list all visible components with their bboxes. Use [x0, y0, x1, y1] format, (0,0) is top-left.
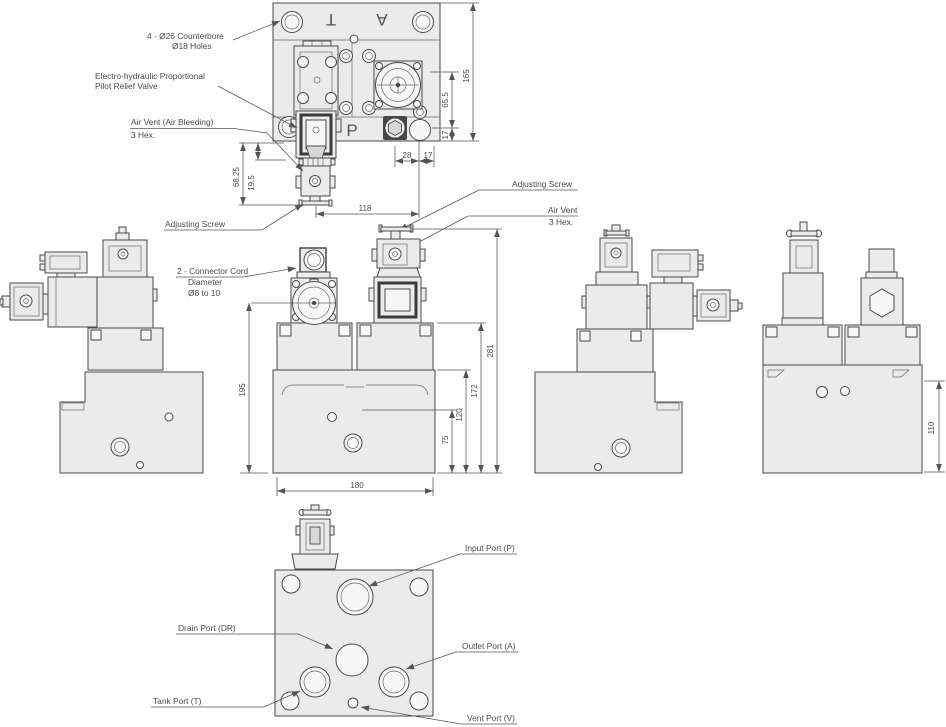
- rear-view-adjust-tower: [781, 221, 824, 326]
- label-adjusting-screw-left: Adjusting Screw: [165, 219, 226, 229]
- tank-port-t: [299, 666, 331, 698]
- vent-port-v: [347, 697, 359, 709]
- label-prop-valve-line2: Pilot Relief Valve: [95, 81, 158, 91]
- hex-plug-plan: [383, 116, 407, 140]
- port-letter-t: T: [326, 10, 336, 29]
- pilot-relief-valve-profile: [290, 110, 342, 207]
- pin-hole: [349, 34, 359, 44]
- leader-counterbore: [232, 20, 281, 41]
- leader-prop-valve: [217, 85, 298, 129]
- dim-120: 120: [455, 408, 464, 422]
- tbar-handle-rear: [790, 230, 818, 237]
- port-letter-p: P: [346, 121, 357, 140]
- label-air-bleed-line2: 3 Hex.: [131, 130, 155, 140]
- front-view-pilot-valve-tower: [368, 224, 427, 324]
- label-air-vent-line1: Air Vent: [548, 205, 578, 215]
- label-tank-port: Tank Port (T): [153, 696, 202, 706]
- label-prop-valve-line1: Electro-hydraulic Proportional: [95, 71, 205, 81]
- right-view-solenoid: [649, 249, 704, 330]
- label-counterbore-line1: 4 - Ø26 Counterbore: [147, 31, 224, 41]
- front-view-body: [272, 369, 436, 474]
- din-connector: [44, 251, 88, 274]
- label-connector-line3: Ø8 to 10: [188, 288, 220, 298]
- input-port-p: [336, 578, 374, 616]
- right-view-pilot-valve: [581, 224, 652, 330]
- leader-input-port: [368, 553, 461, 587]
- label-adjusting-screw-right: Adjusting Screw: [512, 179, 573, 189]
- leader-vent-port: [360, 705, 462, 725]
- dim-110: 110: [927, 421, 936, 434]
- dim-28: 28: [403, 151, 412, 160]
- top-view-dimensions: 165 65.5 17 28 17 118 68.25 19.5: [232, 2, 479, 218]
- rear-view-body: [762, 364, 923, 474]
- front-view: 195 281 172 120 75 180: [238, 224, 502, 496]
- outlet-port-a: [378, 666, 410, 698]
- air-bleed-screw: [312, 126, 320, 134]
- air-vent-screw-front: [388, 247, 402, 261]
- leader-air-vent: [403, 215, 543, 251]
- left-view-solenoid: [39, 251, 98, 328]
- dim-17-bottom: 17: [424, 151, 433, 160]
- relief-knob-plan: [373, 60, 423, 110]
- leader-outlet-port: [405, 651, 457, 670]
- label-drain-port: Drain Port (DR): [178, 623, 236, 633]
- dim-65-5: 65.5: [441, 92, 450, 108]
- leader-drain-port: [297, 633, 334, 650]
- annotations-top: 4 - Ø26 Counterbore Ø18 Holes Electro-hy…: [95, 20, 578, 298]
- bottom-view: [274, 504, 434, 717]
- dim-17-right: 17: [441, 130, 450, 139]
- right-view-small-valve: [692, 289, 743, 322]
- label-input-port: Input Port (P): [465, 543, 515, 553]
- bottom-view-valve-silhouette: [291, 504, 339, 570]
- right-side-view: [534, 224, 743, 474]
- dim-172: 172: [470, 384, 479, 398]
- port-letter-a: A: [376, 10, 388, 29]
- top-view: T A: [232, 2, 479, 218]
- adjusting-screw-tbar: [301, 200, 330, 206]
- left-side-view: [0, 226, 204, 474]
- leader-air-bleed: [233, 128, 304, 172]
- dim-281: 281: [486, 344, 495, 358]
- leader-connector: [242, 266, 297, 278]
- left-view-body: [59, 371, 204, 474]
- front-view-dimensions: 195 281 172 120 75 180: [238, 228, 502, 496]
- label-air-bleed-line1: Air Vent (Air Bleeding): [131, 117, 214, 127]
- label-air-vent-line2: 3 Hex.: [549, 217, 573, 227]
- annotations-bottom: Input Port (P) Drain Port (DR) Outlet Po…: [151, 543, 518, 725]
- leader-tank-port: [263, 690, 301, 708]
- right-view-body: [534, 371, 683, 474]
- hex-plug-rear: [869, 288, 895, 318]
- adjusting-screw-front: [380, 226, 412, 232]
- label-connector-line2: Diameter: [188, 277, 222, 287]
- front-view-solenoid-tower: [290, 247, 338, 325]
- label-connector-line1: 2 - Connector Cord: [177, 266, 249, 276]
- dim-195: 195: [238, 383, 247, 397]
- rear-view-plug-tower: [860, 248, 904, 326]
- label-vent-port: Vent Port (V): [467, 713, 515, 723]
- label-outlet-port: Outlet Port (A): [462, 641, 516, 651]
- label-counterbore-line2: Ø18 Holes: [172, 41, 212, 51]
- dim-118: 118: [359, 204, 372, 213]
- rear-view-dimensions: 110: [924, 380, 945, 473]
- left-view-small-valve: [0, 282, 49, 321]
- dim-68-25: 68.25: [232, 166, 241, 187]
- dim-19-5: 19.5: [247, 175, 256, 191]
- leader-adjusting-screw-left: [261, 203, 304, 231]
- dim-165: 165: [462, 69, 471, 83]
- solenoid-plan: [293, 40, 339, 116]
- leader-adjusting-screw-right: [398, 189, 480, 231]
- dim-180: 180: [350, 481, 364, 490]
- dim-75: 75: [441, 435, 450, 444]
- left-view-pilot-valve: [92, 226, 158, 329]
- rear-view: 110: [762, 221, 945, 474]
- drain-port-dr: [335, 643, 369, 677]
- bolt-holes: [339, 49, 427, 119]
